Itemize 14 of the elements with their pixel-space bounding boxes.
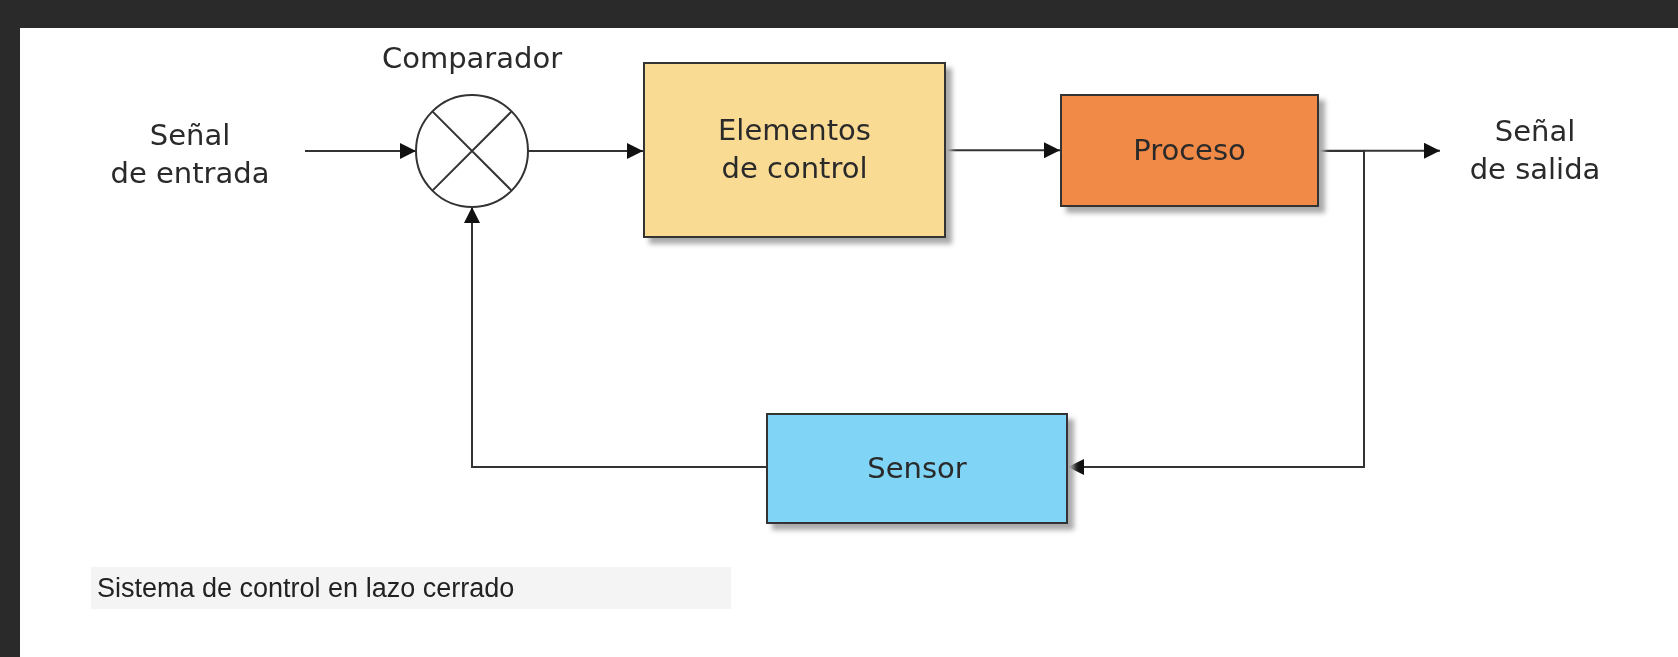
node-label: Sensor <box>867 449 967 487</box>
arrow <box>1067 150 1365 475</box>
process-box <box>766 413 1068 524</box>
node-label: Señal de entrada <box>110 117 270 192</box>
caption: Sistema de control en lazo cerrado <box>91 567 731 609</box>
arrow <box>945 142 1061 159</box>
node-label: Elementos de control <box>718 112 871 187</box>
node-label: Proceso <box>1133 131 1246 169</box>
comparator-label: Comparador <box>380 40 564 77</box>
arrow <box>304 143 417 159</box>
process-box <box>643 62 946 238</box>
arrow <box>464 206 767 468</box>
node-label: Señal de salida <box>1469 113 1601 188</box>
process-box <box>1060 94 1319 207</box>
